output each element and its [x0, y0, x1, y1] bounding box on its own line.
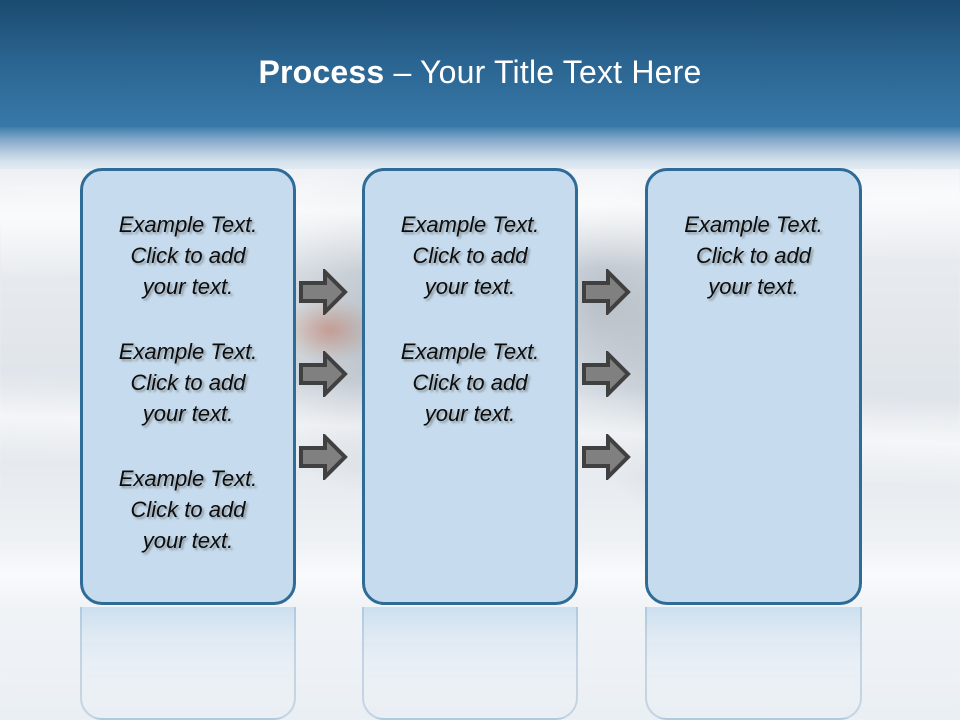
process-box-2-body: Example Text. Click to add your text. Ex…: [365, 209, 575, 429]
page-title-strong: Process: [258, 54, 385, 90]
arrow-right-icon[interactable]: [581, 269, 631, 315]
arrow-right-icon[interactable]: [581, 351, 631, 397]
page-title: Process – Your Title Text Here: [0, 53, 960, 91]
box-reflection-3: [645, 607, 862, 720]
process-box-1[interactable]: Example Text. Click to add your text. Ex…: [80, 168, 296, 605]
arrow-right-icon[interactable]: [298, 269, 348, 315]
text-block[interactable]: Example Text. Click to add your text.: [118, 466, 258, 553]
title-banner-fade: [0, 127, 960, 169]
text-block[interactable]: Example Text. Click to add your text.: [684, 212, 823, 299]
arrow-right-icon[interactable]: [298, 434, 348, 480]
text-block[interactable]: Example Text. Click to add your text.: [118, 339, 258, 426]
box-reflection-1: [80, 607, 296, 720]
arrow-right-icon[interactable]: [298, 351, 348, 397]
process-box-1-body: Example Text. Click to add your text. Ex…: [83, 209, 293, 556]
process-box-3[interactable]: Example Text. Click to add your text.: [645, 168, 862, 605]
process-box-3-body: Example Text. Click to add your text.: [648, 209, 859, 302]
text-block[interactable]: Example Text. Click to add your text.: [400, 212, 540, 299]
process-box-2[interactable]: Example Text. Click to add your text. Ex…: [362, 168, 578, 605]
page-title-light: – Your Title Text Here: [384, 54, 702, 90]
text-block[interactable]: Example Text. Click to add your text.: [400, 339, 540, 426]
box-reflection-2: [362, 607, 578, 720]
arrow-right-icon[interactable]: [581, 434, 631, 480]
title-banner: [0, 0, 960, 127]
text-block[interactable]: Example Text. Click to add your text.: [118, 212, 258, 299]
